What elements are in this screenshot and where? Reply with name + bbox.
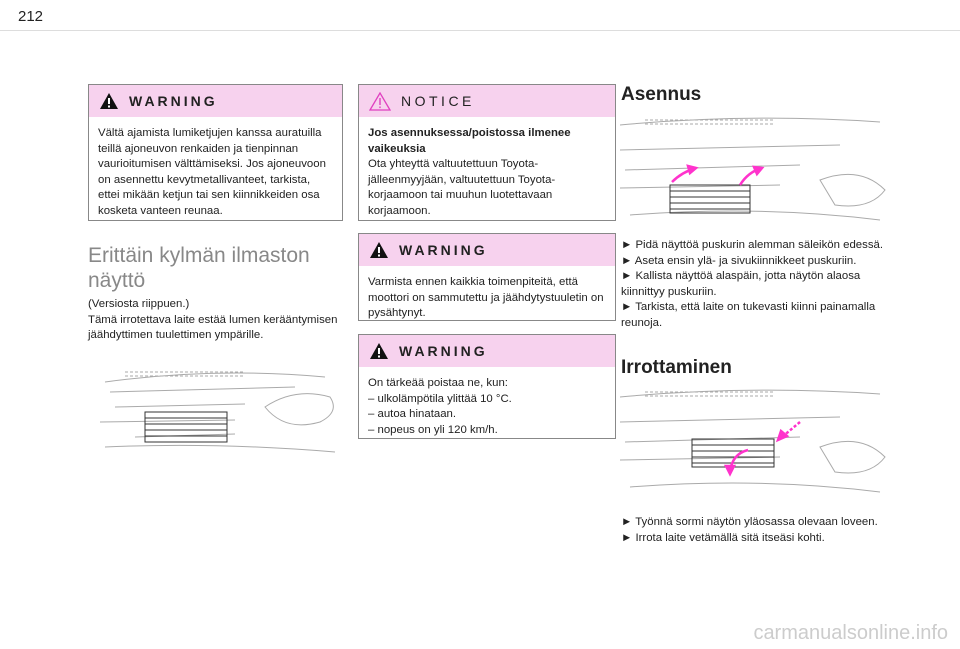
remove-step: ► Irrota laite vetämällä sitä itseäsi ko… — [621, 531, 825, 544]
warning-text: Varmista ennen kaikkia toimenpiteitä, et… — [368, 276, 604, 319]
warning-title: WARNING — [129, 93, 218, 109]
grille-illustration — [99, 371, 336, 453]
remove-heading: Irrottaminen — [621, 357, 732, 378]
notice-bold: Jos asennuksessa/poistossa ilmenee vaike… — [368, 127, 571, 155]
warning-header: WARNING — [359, 234, 615, 266]
remove-step: ► Työnnä sormi näytön yläosassa olevaan … — [621, 516, 878, 528]
install-step: ► Kallista näyttöä alaspäin, jotta näytö… — [621, 270, 861, 298]
remove-illustration — [620, 389, 886, 493]
divider — [0, 30, 960, 31]
remove-steps: ► Työnnä sormi näytön yläosassa olevaan … — [621, 515, 883, 546]
list-item: – ulkolämpötila ylittää 10 °C. — [368, 392, 512, 405]
install-step: ► Pidä näyttöä puskurin alemman säleikön… — [621, 239, 884, 251]
warning-icon — [370, 242, 388, 258]
watermark: carmanualsonline.info — [753, 622, 948, 644]
warning-title: WARNING — [399, 343, 488, 359]
notice-text: Ota yhteyttä valtuutettuun Toyota-jällee… — [368, 158, 556, 217]
warning-box-3: WARNING On tärkeää poistaa ne, kun: – ul… — [358, 334, 616, 439]
notice-title: NOTICE — [401, 93, 475, 109]
install-step: ► Aseta ensin ylä- ja sivukiinnikkeet pu… — [621, 254, 857, 267]
warning-header: WARNING — [359, 335, 615, 367]
warning-box: WARNING Vältä ajamista lumiketjujen kans… — [88, 84, 343, 221]
install-steps: ► Pidä näyttöä puskurin alemman säleikön… — [621, 238, 883, 331]
section-heading: Erittäin kylmän ilmaston näyttö — [88, 244, 310, 292]
notice-header: NOTICE — [359, 85, 615, 117]
install-heading: Asennus — [621, 84, 702, 105]
warning-icon — [370, 343, 388, 359]
warning-header: WARNING — [89, 85, 342, 117]
description: Tämä irrotettava laite estää lumen kerää… — [88, 313, 338, 342]
page-number: 212 — [18, 8, 44, 25]
install-step: ► Tarkista, että laite on tukevasti kiin… — [621, 301, 876, 329]
list-item: – autoa hinataan. — [368, 408, 457, 420]
warning-title: WARNING — [399, 242, 488, 258]
warning-text: Vältä ajamista lumiketjujen kanssa aurat… — [98, 127, 326, 217]
install-illustration — [620, 117, 886, 221]
notice-body: Jos asennuksessa/poistossa ilmenee vaike… — [359, 117, 615, 227]
version-note: (Versiosta riippuen.) — [88, 298, 190, 310]
intro-text: (Versiosta riippuen.) Tämä irrotettava la… — [88, 297, 338, 344]
warning-body: On tärkeää poistaa ne, kun: – ulkolämpöt… — [359, 367, 615, 446]
list-item: – nopeus on yli 120 km/h. — [368, 423, 498, 436]
notice-warning-icon — [369, 91, 391, 111]
warning-icon — [100, 93, 118, 109]
warning-intro: On tärkeää poistaa ne, kun: — [368, 377, 508, 389]
notice-box: NOTICE Jos asennuksessa/poistossa ilmene… — [358, 84, 616, 221]
warning-box-2: WARNING Varmista ennen kaikkia toimenpit… — [358, 233, 616, 321]
